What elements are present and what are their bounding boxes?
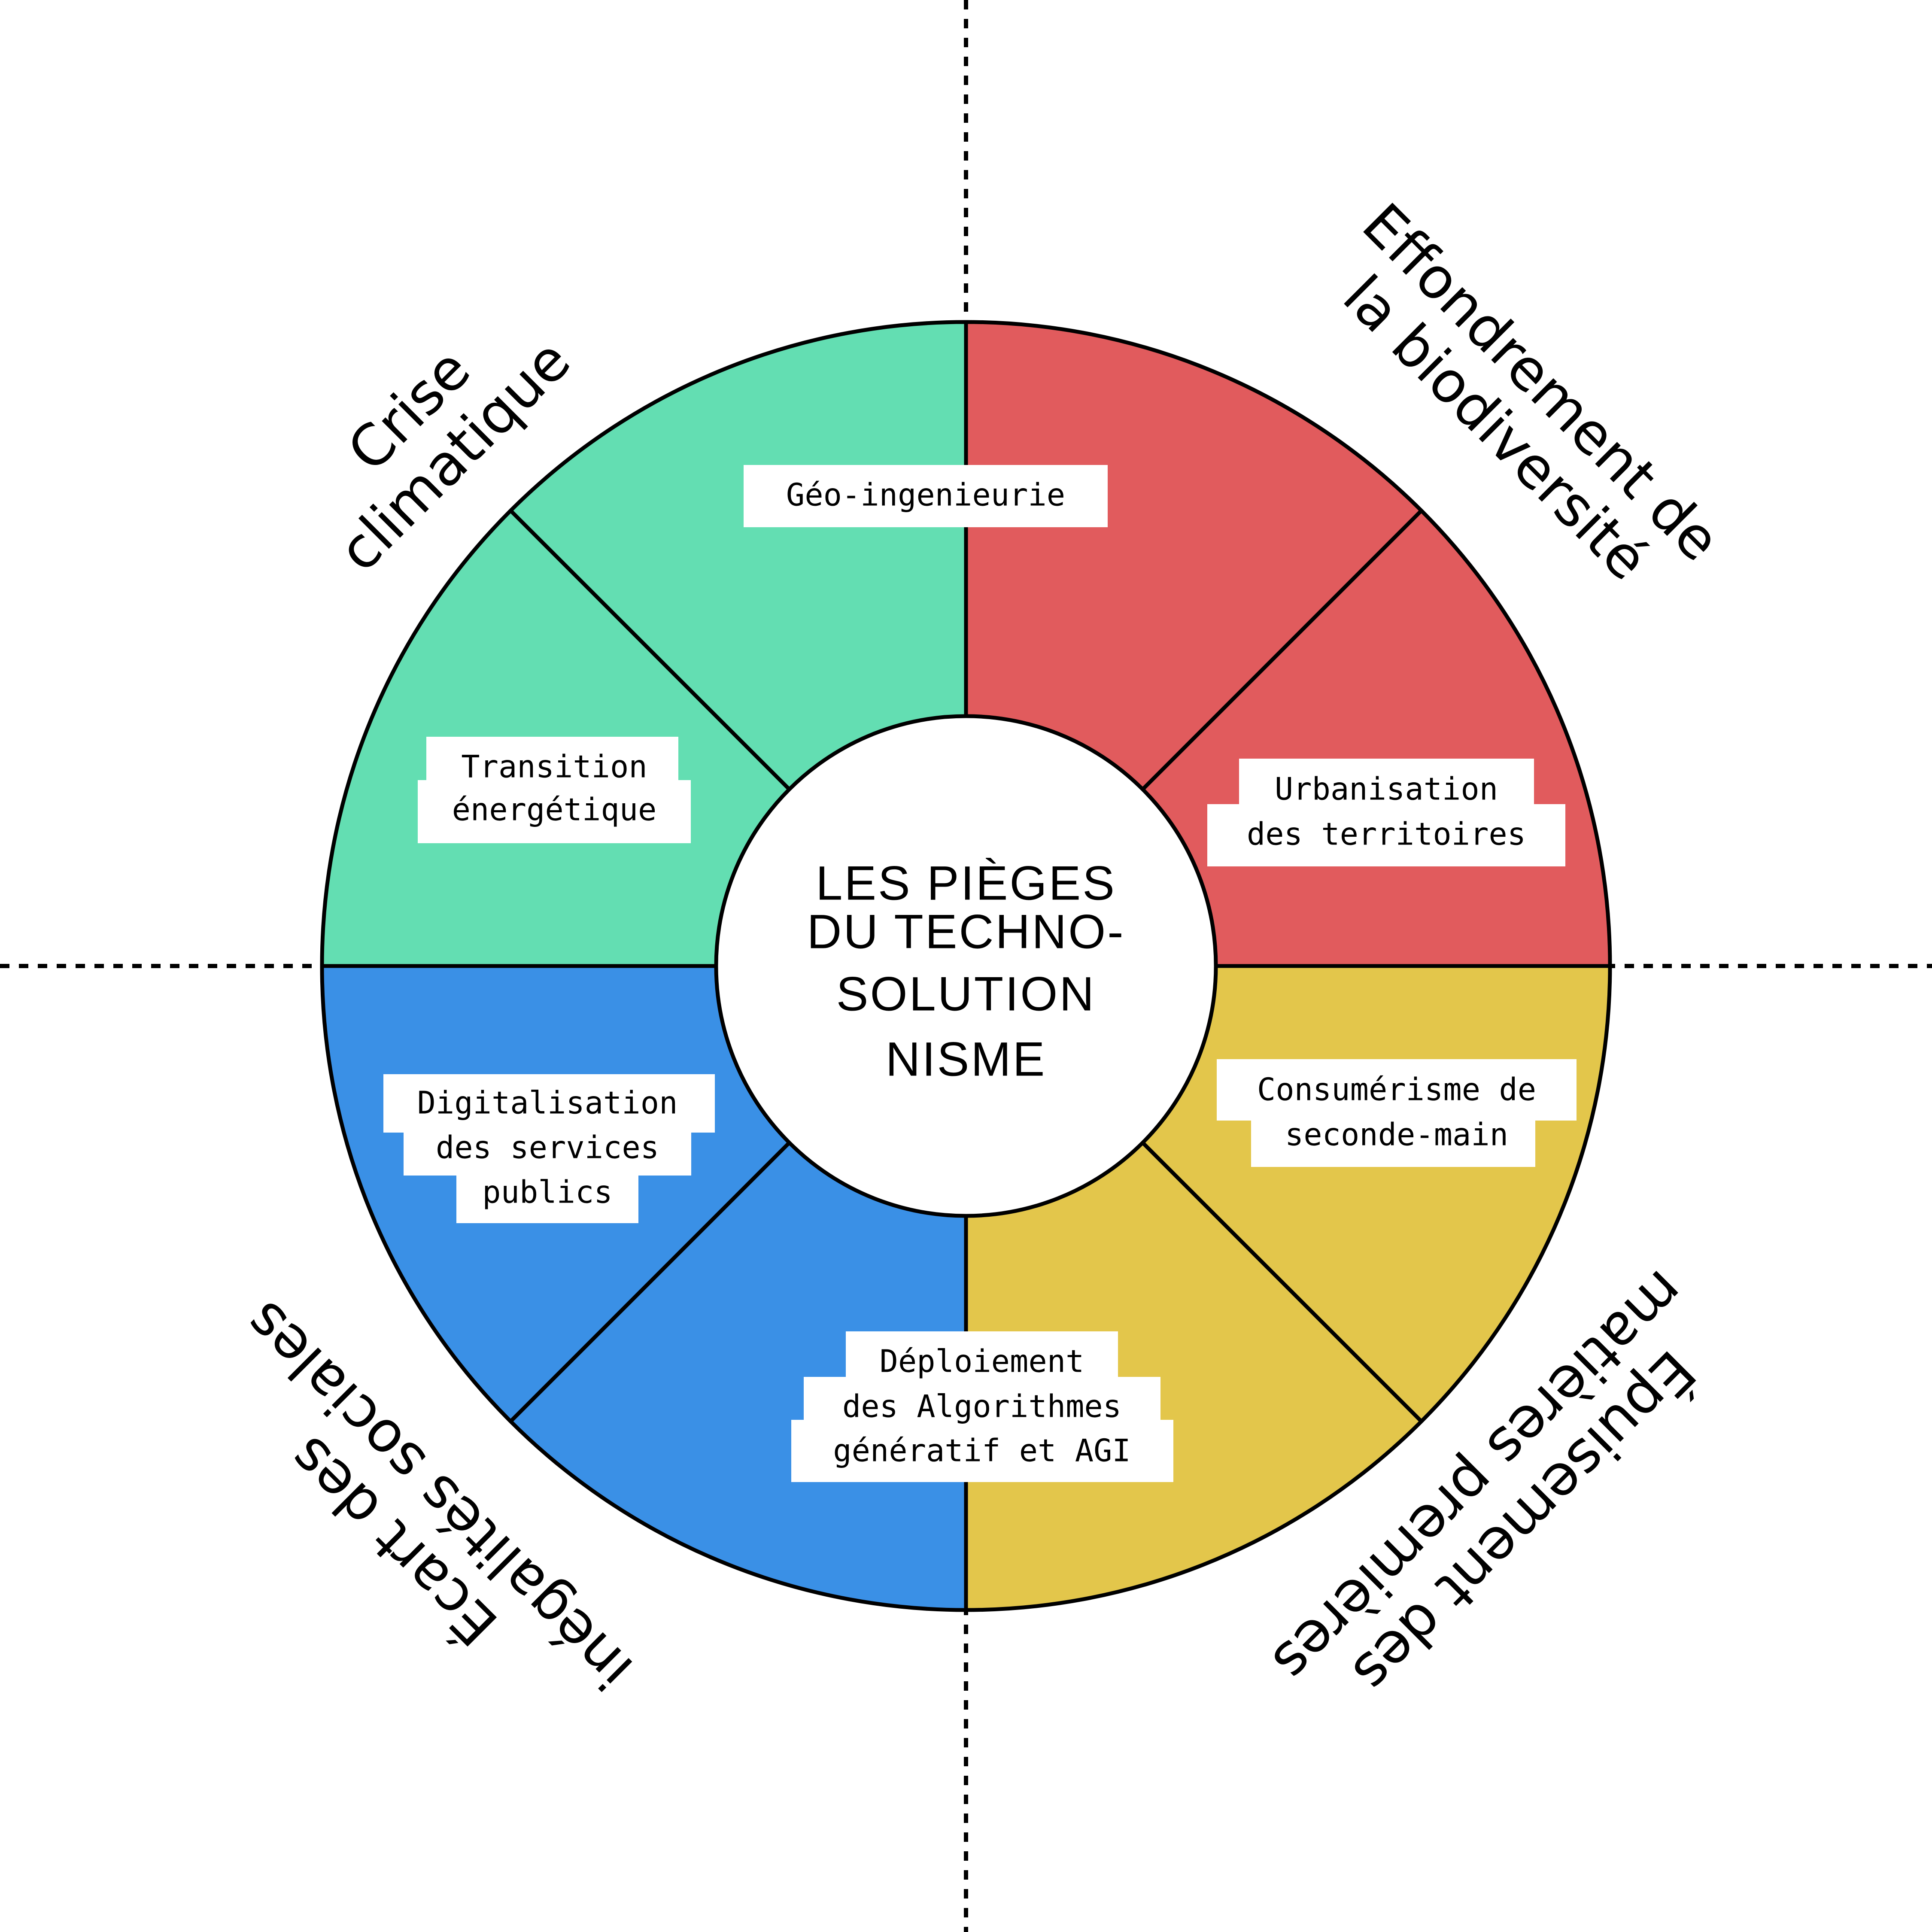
label-consumerisme: Consumérisme de seconde-main xyxy=(1217,1059,1577,1167)
label-text: des Algorithmes xyxy=(842,1388,1121,1425)
label-text: Géo-ingenieurie xyxy=(786,477,1065,513)
label-digitalisation: Digitalisation des services publics xyxy=(383,1074,715,1223)
label-box xyxy=(383,1074,715,1133)
label-text: Consumérisme de xyxy=(1257,1072,1536,1108)
label-geo-ingenierie: Géo-ingenieurie xyxy=(744,465,1108,527)
center-title-line-2: DU TECHNO- xyxy=(807,905,1125,959)
label-text: seconde-main xyxy=(1285,1117,1508,1153)
label-text: publics xyxy=(482,1174,612,1210)
label-text: des services xyxy=(436,1130,659,1166)
label-box xyxy=(1217,1059,1577,1121)
label-deploiement: Déploiement des Algorithmes génératif et… xyxy=(791,1331,1173,1482)
center-title-line-3: SOLUTION xyxy=(836,967,1096,1021)
label-text: Urbanisation xyxy=(1275,771,1498,807)
label-text: Transition xyxy=(461,749,647,785)
center-title-line-1: LES PIÈGES xyxy=(816,857,1116,910)
label-text: Déploiement xyxy=(880,1343,1084,1379)
label-text: Digitalisation xyxy=(417,1085,678,1121)
label-box xyxy=(404,1131,691,1176)
label-text: énergétique xyxy=(452,792,657,828)
label-box xyxy=(846,1331,1118,1379)
label-box xyxy=(418,780,691,843)
label-box xyxy=(791,1420,1173,1482)
label-box xyxy=(744,465,1108,527)
label-text: des territoires xyxy=(1247,816,1526,852)
label-transition: Transition énergétique xyxy=(418,737,691,843)
center-circle xyxy=(714,714,1218,1218)
center-title-line-4: NISME xyxy=(886,1033,1047,1086)
label-box xyxy=(804,1377,1160,1422)
label-box xyxy=(1207,804,1565,866)
label-urbanisation: Urbanisation des territoires xyxy=(1207,759,1565,866)
label-box xyxy=(456,1174,638,1223)
label-box xyxy=(1251,1118,1535,1167)
label-box xyxy=(426,737,678,781)
label-text: génératif et AGI xyxy=(833,1433,1131,1469)
label-box xyxy=(1239,759,1534,806)
